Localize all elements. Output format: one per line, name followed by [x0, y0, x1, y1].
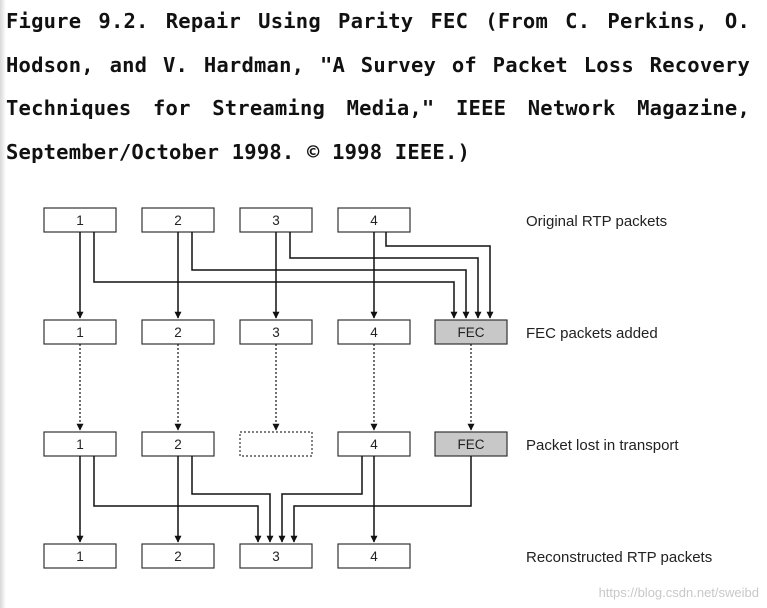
- fec-added-packet-2-label: 2: [174, 325, 182, 340]
- recover-from-fec: [290, 456, 472, 543]
- lost-row-fec-packet: [434, 431, 508, 457]
- fec-added-fec-packet: [434, 319, 508, 345]
- lost-row-fec-label: FEC: [458, 437, 485, 452]
- recover-from-packet-4: [278, 456, 363, 543]
- arrow-orig-4-to-fec: [385, 232, 494, 319]
- reconstructed-packet-3: [239, 543, 313, 569]
- fec-added-packet-3: [239, 319, 313, 345]
- arrows-recovery: [93, 456, 472, 543]
- original-packet-3-label: 3: [272, 213, 280, 228]
- arrow-orig-2-to-fec: [191, 232, 470, 319]
- row-label-original: Original RTP packets: [526, 213, 667, 230]
- fec-added-packet-4-label: 4: [370, 325, 378, 340]
- row-original: 1 2 3 4 Original RTP packets: [43, 207, 667, 233]
- fec-added-packet-1: [43, 319, 117, 345]
- watermark: https://blog.csdn.net/sweibd: [598, 585, 759, 600]
- arrows-transport: [76, 344, 475, 431]
- arrows-original-to-fec-added: [76, 232, 378, 319]
- reconstructed-packet-2: [141, 543, 215, 569]
- fec-added-packet-2: [141, 319, 215, 345]
- original-packet-2-label: 2: [174, 213, 182, 228]
- arrows-lost-to-reconstructed: [76, 456, 378, 543]
- original-packet-4-label: 4: [370, 213, 378, 228]
- row-label-fec-added: FEC packets added: [526, 325, 658, 342]
- recover-from-packet-1: [93, 456, 262, 543]
- lost-row-packet-4-label: 4: [370, 437, 378, 452]
- row-label-lost: Packet lost in transport: [526, 437, 679, 454]
- reconstructed-packet-1: [43, 543, 117, 569]
- original-packet-2: [141, 207, 215, 233]
- fec-added-packet-3-label: 3: [272, 325, 280, 340]
- lost-row-packet-1: [43, 431, 117, 457]
- reconstructed-packet-1-label: 1: [76, 549, 84, 564]
- row-reconstructed: 1 2 3 4 Reconstructed RTP packets: [43, 543, 712, 569]
- fec-added-fec-label: FEC: [458, 325, 485, 340]
- reconstructed-packet-4: [337, 543, 411, 569]
- arrow-orig-3-to-fec: [289, 232, 482, 319]
- figure-caption: Figure 9.2. Repair Using Parity FEC (Fro…: [6, 9, 750, 164]
- fec-added-packet-1-label: 1: [76, 325, 84, 340]
- arrows-to-fec-generation: [93, 232, 494, 319]
- row-label-reconstructed: Reconstructed RTP packets: [526, 549, 712, 566]
- page-edge-shadow: [0, 0, 6, 608]
- lost-row-packet-2-label: 2: [174, 437, 182, 452]
- reconstructed-packet-2-label: 2: [174, 549, 182, 564]
- original-packet-3: [239, 207, 313, 233]
- row-lost: 1 2 4 FEC Packet lost in transport: [43, 431, 679, 457]
- original-packet-1-label: 1: [76, 213, 84, 228]
- row-fec-added: 1 2 3 4 FEC FEC packets added: [43, 319, 658, 345]
- recover-from-packet-2: [191, 456, 274, 543]
- arrow-orig-1-to-fec: [93, 232, 458, 319]
- lost-packet-3-placeholder: [239, 431, 313, 457]
- reconstructed-packet-4-label: 4: [370, 549, 378, 564]
- reconstructed-packet-3-label: 3: [272, 549, 280, 564]
- lost-row-packet-1-label: 1: [76, 437, 84, 452]
